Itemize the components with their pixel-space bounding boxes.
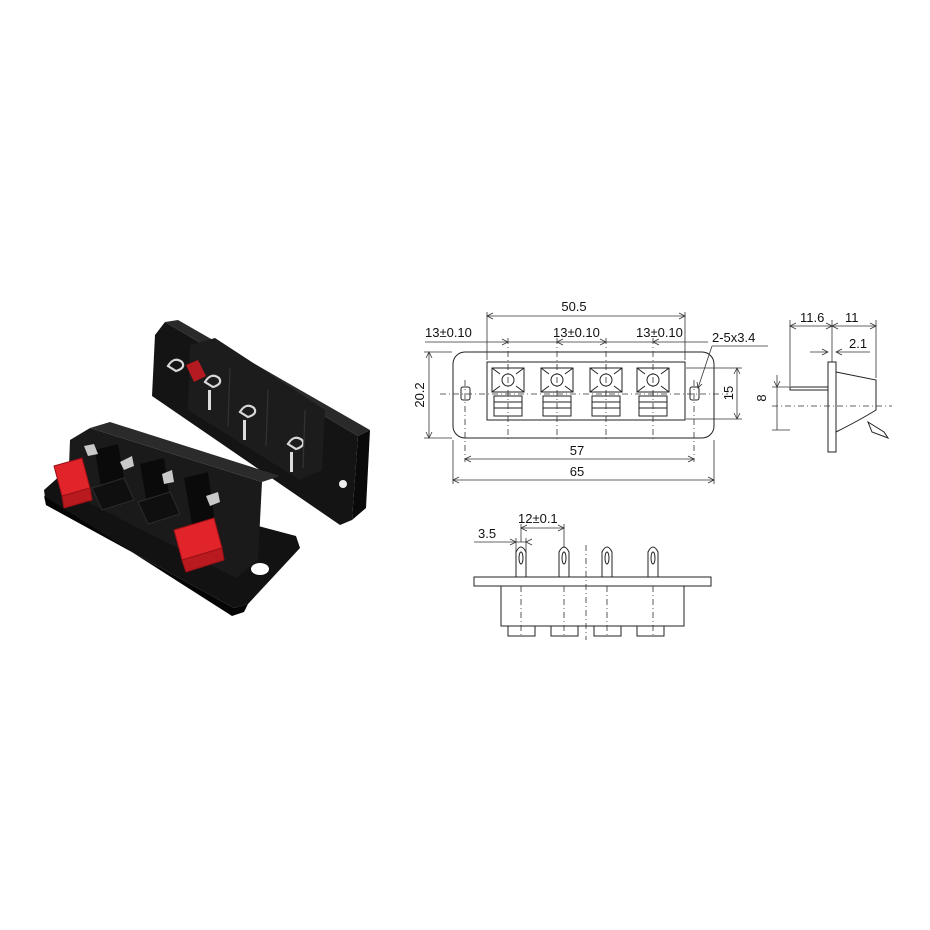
side-body xyxy=(835,371,877,433)
front-body-outline xyxy=(486,361,686,421)
front-terminal-block xyxy=(44,422,300,616)
dim-hole-spec: 2-5x3.4 xyxy=(712,330,755,345)
side-view: 11.6 11 2.1 8 xyxy=(754,310,892,453)
dim-pitch-right: 13±0.10 xyxy=(636,325,683,340)
dim-plate-length: 65 xyxy=(570,464,584,479)
dim-pin-height: 8 xyxy=(754,394,769,401)
dim-overall-width: 50.5 xyxy=(561,299,586,314)
bottom-body xyxy=(500,585,685,627)
rear-terminal-block xyxy=(152,320,370,525)
dim-height-overall: 20.2 xyxy=(412,382,427,407)
bottom-feet xyxy=(507,625,665,637)
product-photo xyxy=(44,320,370,616)
dim-pitch-mid: 13±0.10 xyxy=(553,325,600,340)
front-view: 50.5 13±0.10 13±0.10 13±0.10 2-5x3.4 xyxy=(412,299,768,484)
dim-side-depth-b: 11 xyxy=(845,310,859,325)
dim-side-depth-a: 11.6 xyxy=(800,310,824,325)
front-terminals xyxy=(491,367,670,417)
front-plate-outline xyxy=(452,351,715,439)
dim-pin-pitch: 12±0.1 xyxy=(518,511,558,526)
mounting-hole-left xyxy=(460,386,471,401)
technical-drawing: 50.5 13±0.10 13±0.10 13±0.10 2-5x3.4 xyxy=(412,299,892,640)
dim-hole-spacing: 57 xyxy=(570,443,584,458)
bottom-plate xyxy=(473,576,712,587)
dim-height-body: 15 xyxy=(721,386,736,400)
bottom-view: 3.5 12±0.1 xyxy=(473,511,712,640)
side-pin xyxy=(789,386,829,391)
bottom-pins xyxy=(515,546,659,577)
dim-pitch-left: 13±0.10 xyxy=(425,325,472,340)
mounting-hole-right xyxy=(689,386,700,401)
side-plate xyxy=(827,361,837,453)
dim-plate-thickness: 2.1 xyxy=(849,336,867,351)
dim-edge-offset: 3.5 xyxy=(478,526,496,541)
